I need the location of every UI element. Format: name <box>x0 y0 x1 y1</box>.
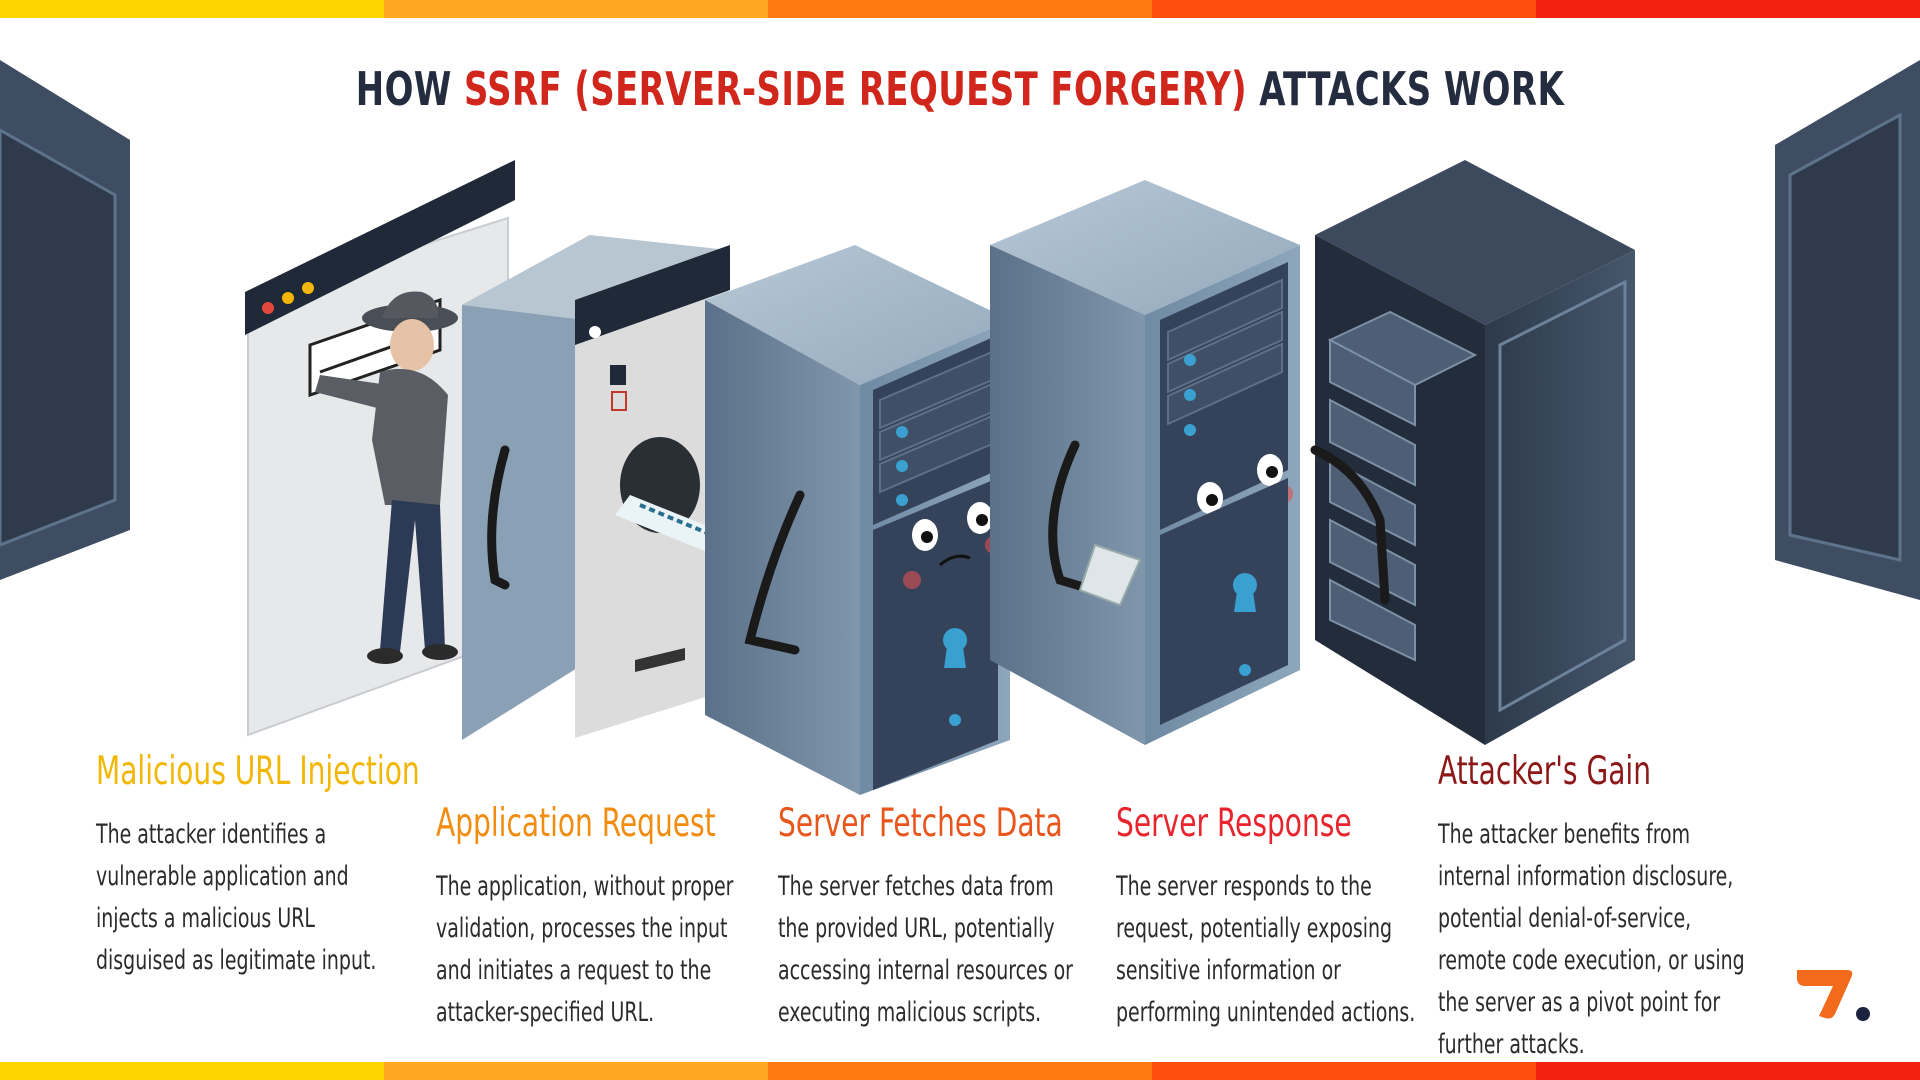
bottom-color-stripe <box>0 1062 1920 1080</box>
stripe-segment-4 <box>1152 1062 1536 1080</box>
step-title: Server Fetches Data <box>778 801 1063 846</box>
stripe-segment-4 <box>1152 0 1536 18</box>
step-application-request: Application Request The application, wit… <box>436 800 836 1034</box>
stripe-segment-5 <box>1536 0 1920 18</box>
stripe-segment-1 <box>0 1062 384 1080</box>
step-title: Malicious URL Injection <box>96 749 420 794</box>
step-title: Attacker's Gain <box>1438 749 1652 794</box>
step-malicious-url-injection: Malicious URL Injection The attacker ide… <box>96 748 501 982</box>
server-rack-icon <box>1310 160 1635 745</box>
page-title: HOW SSRF (SERVER-SIDE REQUEST FORGERY) A… <box>173 62 1747 116</box>
app-server-icon <box>462 235 730 740</box>
step-title: Server Response <box>1116 801 1352 846</box>
step-server-fetches-data: Server Fetches Data The server fetches d… <box>778 800 1168 1034</box>
hacker-figure-icon <box>315 291 458 664</box>
edge-cabinet-left-icon <box>0 60 130 580</box>
title-prefix: HOW <box>355 62 464 116</box>
step-server-response: Server Response The server responds to t… <box>1116 800 1516 1034</box>
top-color-stripe <box>0 0 1920 18</box>
brand-logo-icon <box>1797 970 1870 1021</box>
step-description: The attacker identifies a vulnerable app… <box>96 819 377 976</box>
stripe-segment-2 <box>384 0 768 18</box>
edge-cabinet-right-icon <box>1775 60 1920 600</box>
stripe-segment-1 <box>0 0 384 18</box>
stripe-segment-2 <box>384 1062 768 1080</box>
step-description: The server responds to the request, pote… <box>1116 871 1416 1028</box>
title-highlight: SSRF (SERVER-SIDE REQUEST FORGERY) <box>463 62 1248 116</box>
server-face-icon <box>705 245 1010 795</box>
step-description: The application, without proper validati… <box>436 871 734 1028</box>
stripe-segment-3 <box>768 1062 1152 1080</box>
step-attackers-gain: Attacker's Gain The attacker benefits fr… <box>1438 748 1838 1066</box>
step-description: The attacker benefits from internal info… <box>1438 819 1745 1060</box>
title-suffix: ATTACKS WORK <box>1247 62 1565 116</box>
stripe-segment-3 <box>768 0 1152 18</box>
server-face-icon <box>990 180 1300 745</box>
step-description: The server fetches data from the provide… <box>778 871 1073 1028</box>
step-title: Application Request <box>436 801 716 846</box>
stripe-segment-5 <box>1536 1062 1920 1080</box>
